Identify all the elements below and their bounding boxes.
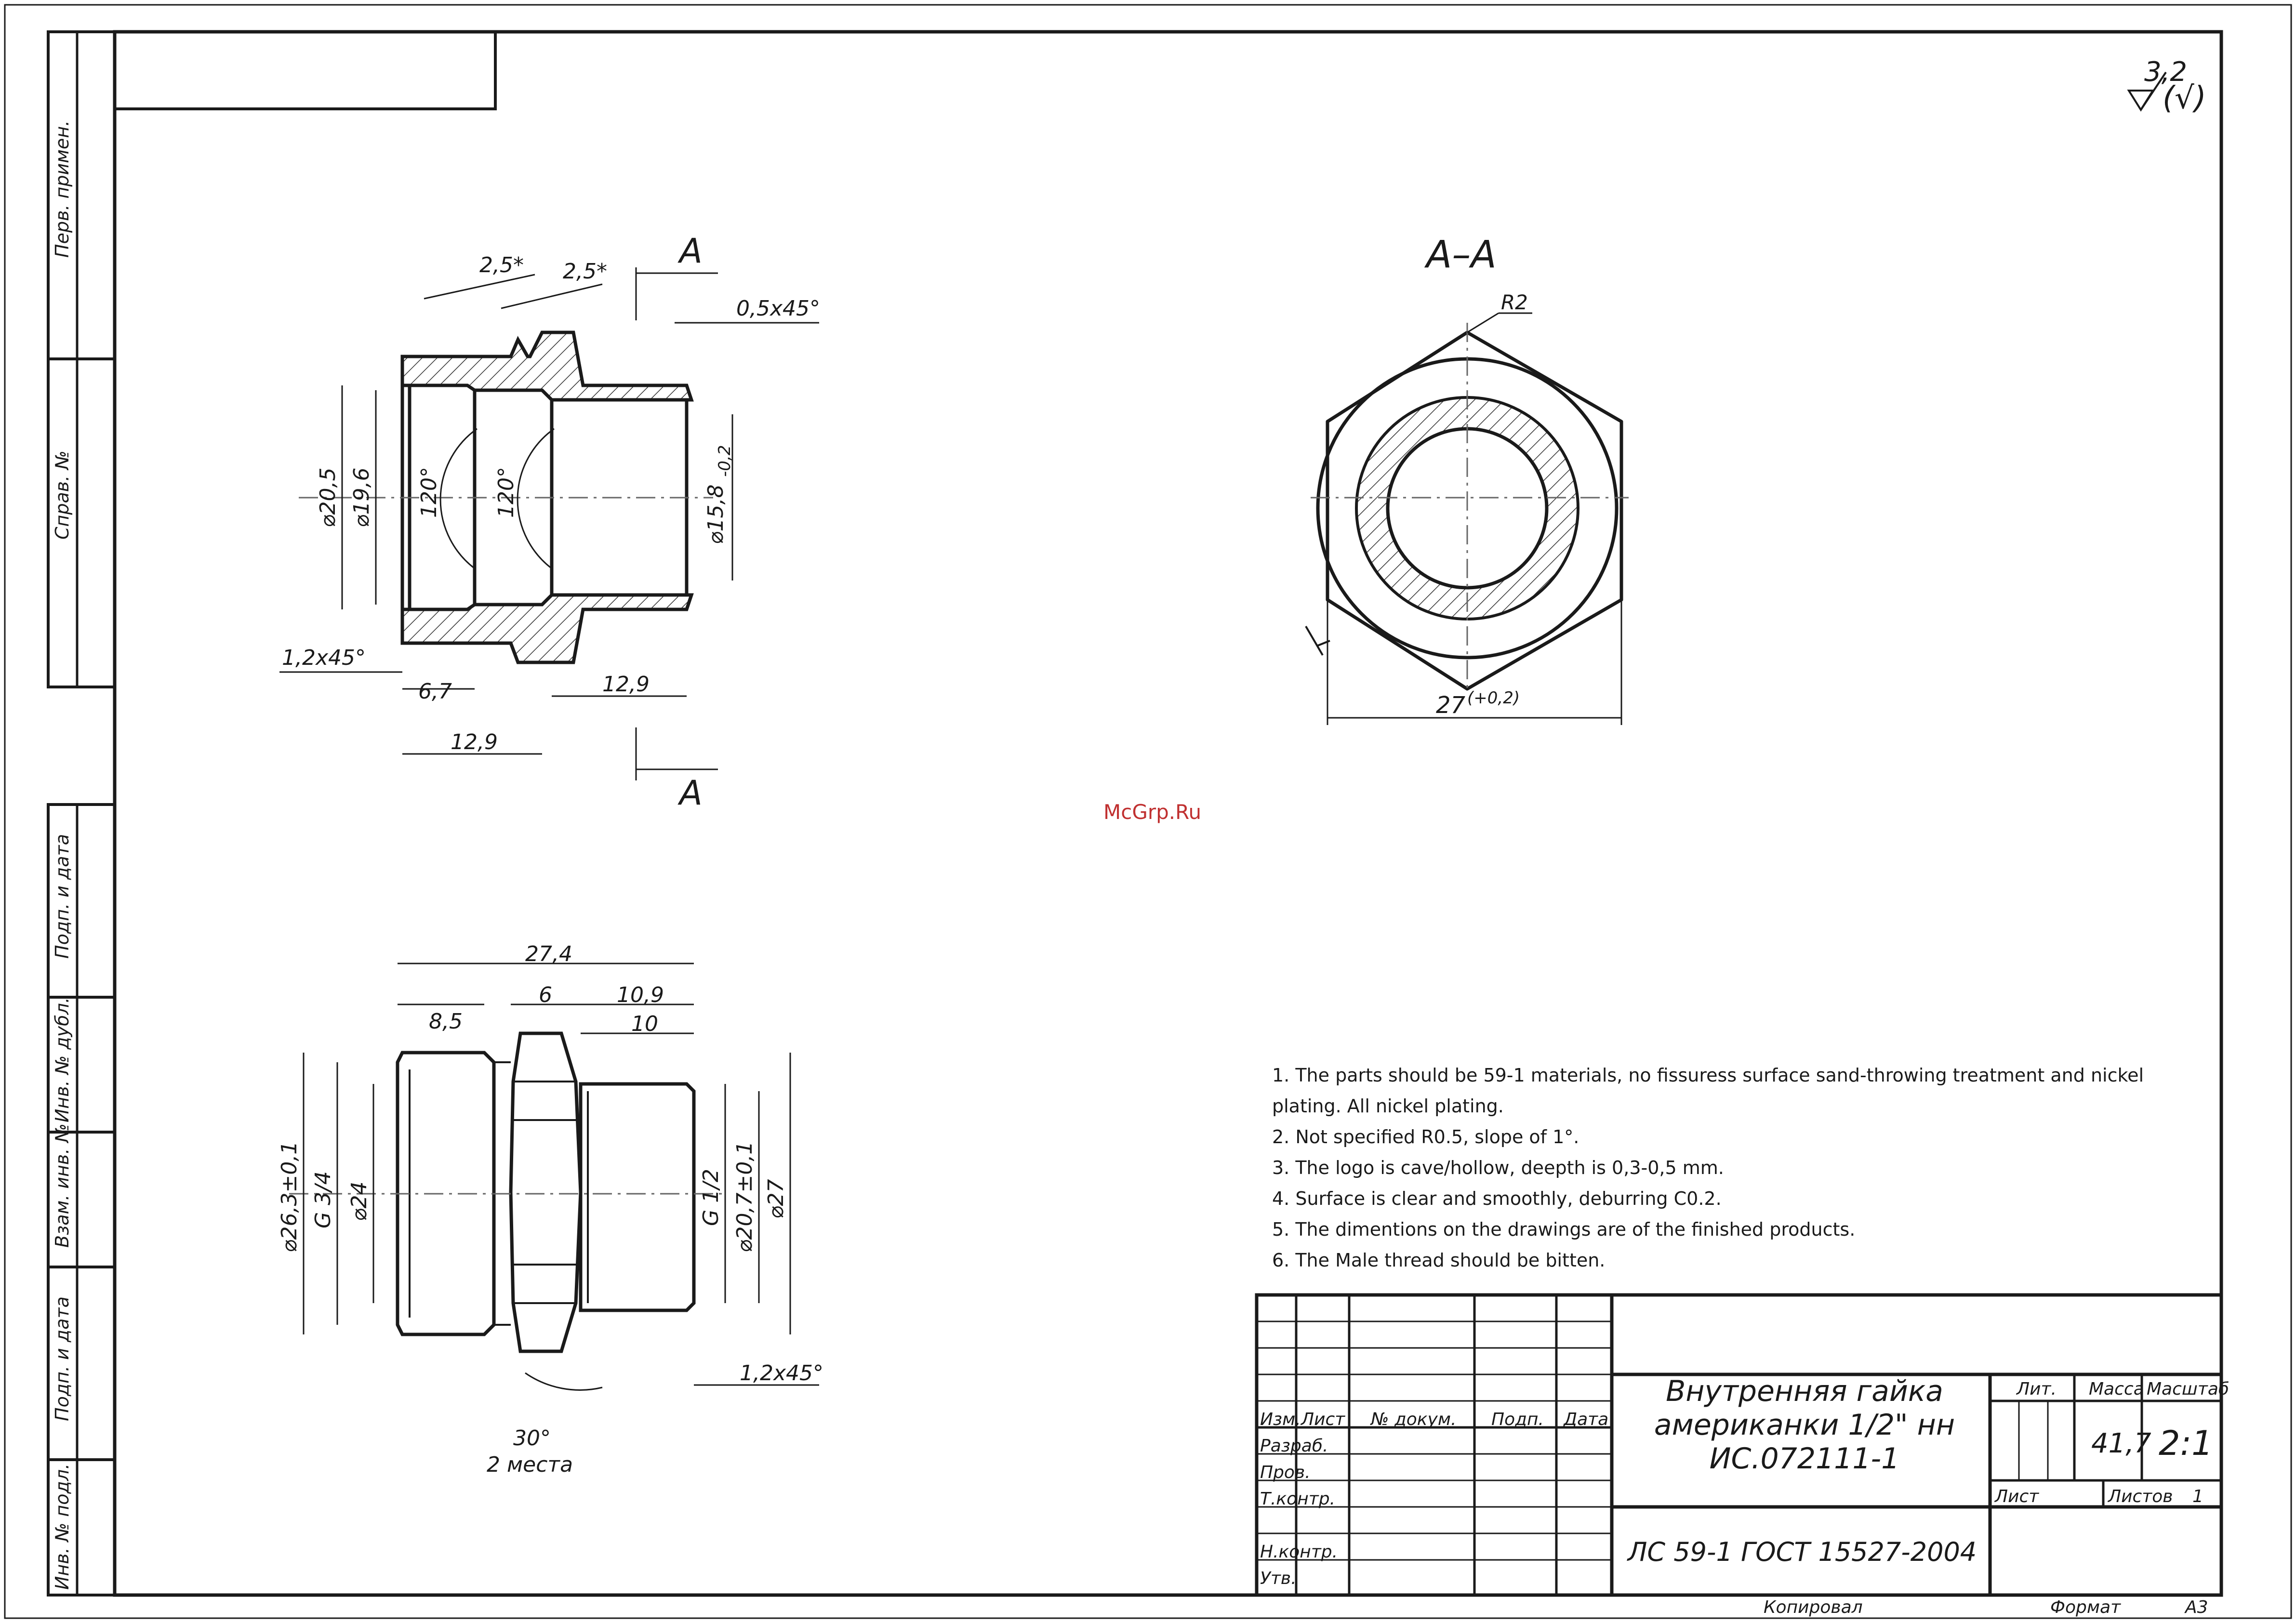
tb-format: Формат — [2050, 1597, 2121, 1617]
side-inv-dubl: Инв. № дубл. — [52, 997, 73, 1122]
dim-chamfer-right: 0,5x45° — [736, 296, 820, 321]
dim-chamfer: 1,2x45° — [740, 1361, 823, 1385]
tb-nkontr: Н.контр. — [1260, 1542, 1338, 1562]
tb-list2: Лист — [1994, 1487, 2039, 1506]
tb-material: ЛС 59-1 ГОСТ 15527-2004 — [1627, 1537, 1977, 1567]
tb-listov: Листов — [2107, 1487, 2173, 1506]
dim-g34: G 3/4 — [311, 1171, 335, 1228]
dim-d-bore: ⌀15,8 — [703, 485, 728, 544]
side-strip-labels: Перв. примен. Справ. № Подп. и дата Инв.… — [52, 120, 73, 1590]
hex-flat-tol: (+0,2) — [1467, 688, 1520, 708]
tb-list: Лист — [1300, 1410, 1345, 1429]
tb-title1: Внутренняя гайка — [1666, 1374, 1943, 1408]
dim-d-24: ⌀24 — [347, 1182, 372, 1221]
tb-prov: Пров. — [1260, 1463, 1311, 1482]
tb-dokum: № докум. — [1370, 1410, 1456, 1429]
roughness-value: 3,2 — [2144, 56, 2187, 88]
note-3: 3. The logo is cave/hollow, deepth is 0,… — [1272, 1157, 1724, 1178]
dim-d-27: ⌀27 — [764, 1179, 788, 1219]
section-marker-bottom: A — [677, 773, 703, 813]
dim-hex: 6 — [539, 983, 552, 1007]
tb-tkontr: Т.контр. — [1260, 1489, 1335, 1509]
dim-d-inner: ⌀19,6 — [349, 468, 374, 528]
hex-flat: 27 — [1436, 692, 1466, 719]
tb-massa: Масса — [2089, 1379, 2144, 1399]
dim-chamfer-left: 1,2x45° — [282, 646, 366, 670]
note-2: 2. Not specified R0.5, slope of 1°. — [1272, 1126, 1579, 1148]
dim-places: 2 места — [487, 1452, 573, 1477]
tb-listov-val: 1 — [2192, 1487, 2203, 1506]
side-podp1: Подп. и дата — [52, 834, 73, 959]
section-marker-top: A — [677, 231, 703, 271]
dim-g12: G 1/2 — [699, 1169, 723, 1226]
dim-groove1: 2,5* — [479, 253, 524, 277]
side-podp2: Подп. и дата — [52, 1296, 73, 1421]
top-body-lower — [400, 593, 694, 664]
section-title: A–A — [1424, 233, 1497, 277]
note-5: 5. The dimentions on the drawings are of… — [1272, 1219, 1856, 1240]
top-body-upper — [400, 330, 694, 402]
dim-d-263: ⌀26,3±0,1 — [277, 1141, 302, 1253]
note-6: 6. The Male thread should be bitten. — [1272, 1250, 1606, 1271]
tb-format-val: A3 — [2184, 1597, 2208, 1617]
tb-utv: Утв. — [1260, 1569, 1297, 1588]
hex-radius: R2 — [1501, 290, 1528, 314]
dim-len-129a: 12,9 — [602, 672, 650, 697]
dim-len-129b: 12,9 — [451, 730, 498, 754]
note-4: 4. Surface is clear and smoothly, deburr… — [1272, 1188, 1722, 1209]
tb-data: Дата — [1563, 1410, 1608, 1429]
title-block — [1255, 1293, 2223, 1597]
tb-title2: американки 1/2" нн — [1654, 1408, 1955, 1442]
dim-angle: 30° — [513, 1426, 551, 1451]
technical-notes: 1. The parts should be 59-1 materials, n… — [1272, 1060, 2216, 1276]
roughness-symbol: 3,2 (√) — [2127, 56, 2206, 116]
watermark: McGrp.Ru — [1103, 800, 1201, 824]
dim-thread-len-b: 10 — [631, 1012, 658, 1036]
side-vzam: Взам. инв. № — [52, 1123, 73, 1248]
tb-masshtab: Масштаб — [2147, 1379, 2229, 1399]
top-section-view: A A 2,5* 2,5* 0,5x45° ⌀20,5 ⌀19,6 120° 1… — [279, 231, 820, 813]
tb-podp: Подп. — [1491, 1410, 1544, 1429]
side-perv: Перв. примен. — [52, 120, 73, 258]
dim-d-bore-tol: -0,2 — [715, 445, 734, 477]
dim-total: 27,4 — [525, 942, 572, 966]
dim-thread-len-a: 10,9 — [617, 983, 664, 1007]
tb-izm: Изм. — [1260, 1410, 1301, 1429]
dim-left-len: 8,5 — [429, 1009, 463, 1034]
dim-len-67: 6,7 — [418, 679, 452, 704]
section-aa-view: A–A R2 27 (+0,2) — [1305, 233, 1629, 725]
tb-scale-val: 2:1 — [2159, 1424, 2213, 1463]
note-1: 1. The parts should be 59-1 materials, n… — [1272, 1065, 2144, 1117]
tb-lit: Лит. — [2016, 1379, 2057, 1399]
side-inv-podl: Инв. № подл. — [52, 1464, 73, 1590]
tb-kopiroval: Копировал — [1764, 1597, 1863, 1617]
svg-text:(√): (√) — [2163, 80, 2206, 116]
tb-mass-val: 41,7 — [2091, 1428, 2151, 1459]
dim-angle1: 120° — [417, 467, 441, 518]
hex-outline — [1326, 330, 1623, 691]
dim-angle2: 120° — [494, 467, 518, 518]
sheet-frame — [4, 4, 2292, 1619]
dim-groove2: 2,5* — [563, 259, 607, 284]
bottom-external-view: 27,4 8,5 6 10,9 10 ⌀26,3±0,1 G 3/4 ⌀24 G… — [277, 942, 823, 1477]
tb-title3: ИС.072111-1 — [1710, 1442, 1900, 1476]
tb-razrab: Разраб. — [1260, 1436, 1328, 1456]
title-block-text: Изм. Лист № докум. Подп. Дата Разраб. Пр… — [1260, 1374, 2229, 1617]
dim-d-207: ⌀20,7±0,1 — [732, 1141, 757, 1253]
side-sprav: Справ. № — [52, 450, 73, 540]
dim-d-outer: ⌀20,5 — [316, 468, 340, 528]
